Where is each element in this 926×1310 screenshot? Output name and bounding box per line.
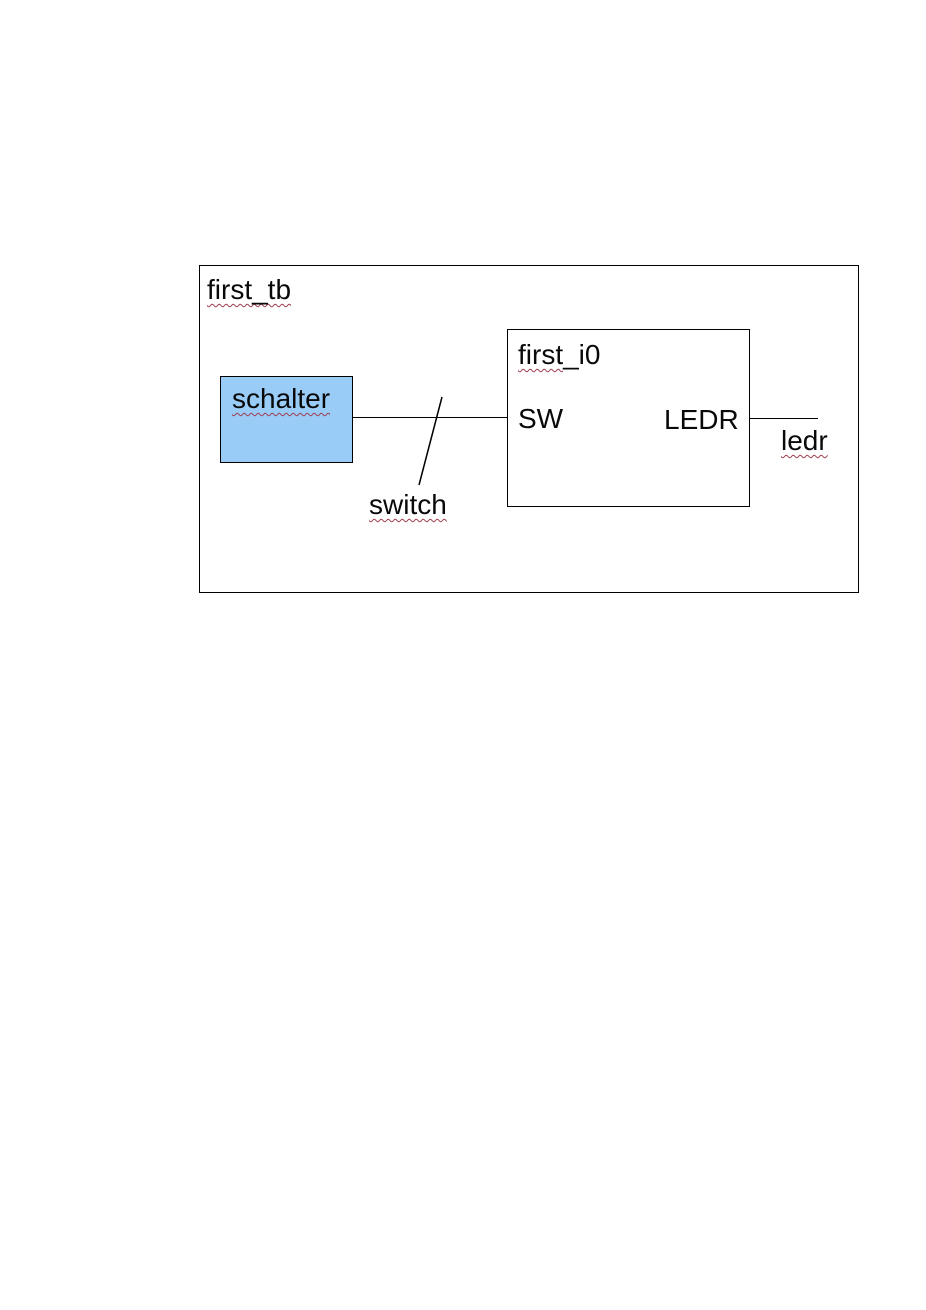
testbench-label: first_tb	[207, 274, 292, 305]
ledr-port-label: LEDR	[664, 404, 739, 435]
dut-instance-label-suffix: _i0	[563, 339, 601, 370]
bus-slash-icon	[418, 396, 443, 486]
input-net-wire	[353, 417, 507, 418]
dut-block	[507, 329, 750, 507]
dut-instance-label-underlined: first	[518, 339, 564, 370]
schalter-block	[220, 376, 353, 463]
output-net-wire	[750, 418, 818, 419]
dut-instance-label: first_i0	[518, 341, 600, 369]
sw-port-label: SW	[518, 403, 564, 434]
schalter-block-label: schalter	[232, 383, 331, 414]
switch-net-label: switch	[369, 489, 447, 520]
ledr-net-label: ledr	[781, 425, 828, 456]
